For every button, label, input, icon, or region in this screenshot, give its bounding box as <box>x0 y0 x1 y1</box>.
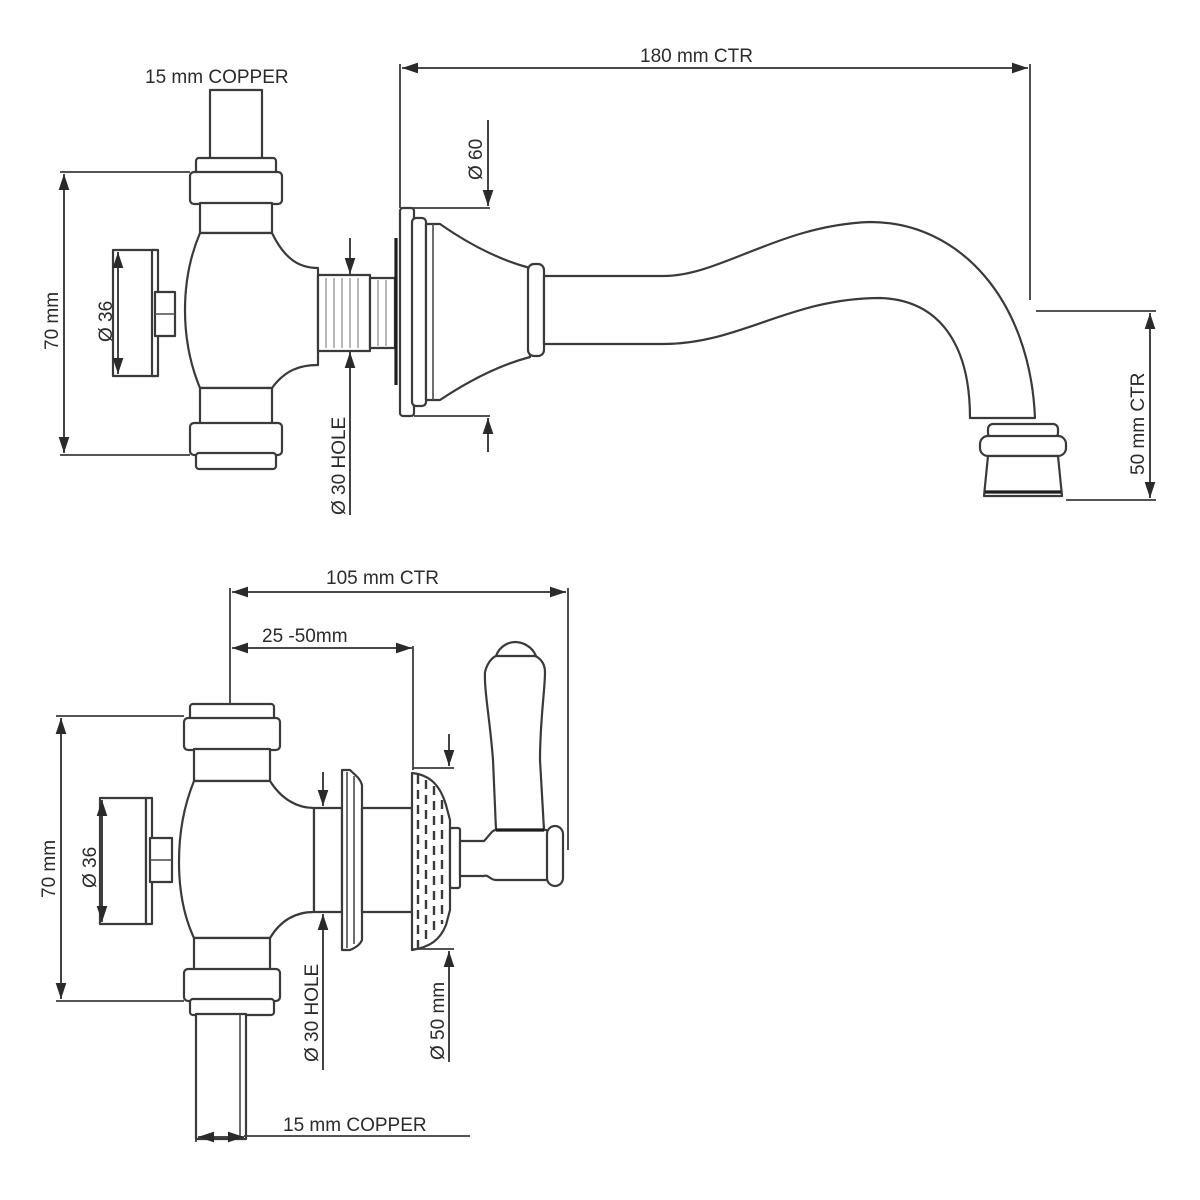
valve-sleeve <box>312 768 414 952</box>
dimension-25-50mm <box>232 642 414 770</box>
projection-label-lower: 105 mm CTR <box>326 568 439 589</box>
flange-diameter-label-lower: Ø 50 mm <box>428 982 449 1060</box>
dimension-15mm-copper-bottom <box>195 1131 470 1143</box>
handle-knob-lower <box>98 796 174 926</box>
dimension-flange-50 <box>413 734 455 1062</box>
dimension-70mm-top <box>58 171 190 456</box>
valve-flange-lower <box>410 771 462 952</box>
dimension-50mm-ctr <box>1036 310 1156 501</box>
dimension-105mm-ctr <box>229 586 569 850</box>
spout-pipe <box>542 220 1068 498</box>
hole-diameter-label: Ø 30 HOLE <box>329 417 350 515</box>
flange-diameter-label: Ø 60 <box>466 139 487 180</box>
lever-handle <box>458 640 565 888</box>
projection-label: 180 mm CTR <box>640 46 753 67</box>
dimension-180mm-ctr <box>399 62 1031 300</box>
body-height-label: 70 mm <box>42 292 63 350</box>
handle-diameter-label: Ø 36 <box>96 301 117 342</box>
valve-view: 105 mm CTR 25 -50mm 70 mm Ø 36 Ø 30 HOLE <box>39 568 569 1143</box>
spout-view: 15 mm COPPER 70 mm Ø 36 Ø 30 HOLE Ø 60 <box>42 46 1156 515</box>
inlet-pipe-label: 15 mm COPPER <box>145 67 289 88</box>
dimension-flange-60 <box>400 120 494 452</box>
wall-range-label: 25 -50mm <box>262 626 348 647</box>
handle-knob <box>111 248 177 378</box>
outlet-pipe-label: 15 mm COPPER <box>283 1115 427 1136</box>
outlet-drop-label: 50 mm CTR <box>1128 373 1149 475</box>
handle-diameter-label-lower: Ø 36 <box>80 847 101 888</box>
dimension-70mm-lower <box>55 715 184 1002</box>
spout-flange <box>398 206 546 418</box>
valve-body <box>183 231 320 471</box>
valve-body-lower <box>177 779 316 1141</box>
threaded-connector <box>316 238 398 385</box>
hole-diameter-label-lower: Ø 30 HOLE <box>302 964 323 1062</box>
inlet-pipe <box>188 88 284 235</box>
valve-top-cap <box>182 702 282 783</box>
body-height-label-lower: 70 mm <box>39 840 60 898</box>
